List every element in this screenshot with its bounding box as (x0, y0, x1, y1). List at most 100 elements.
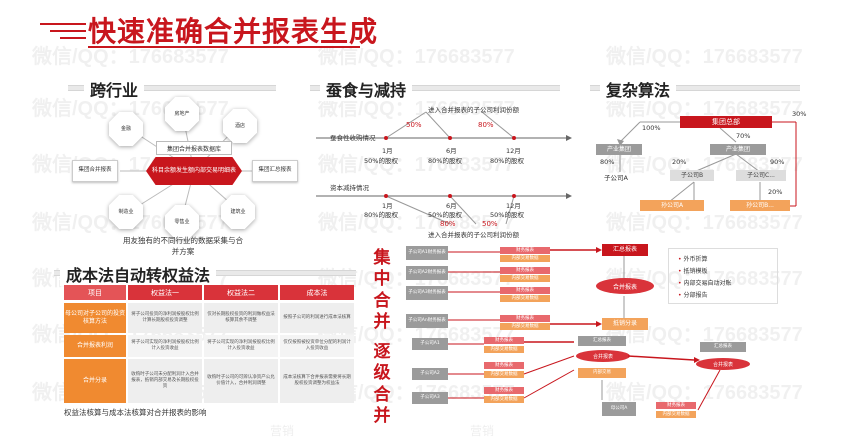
equity-caption: 权益法核算与成本法核算对合并报表的影响 (64, 408, 207, 417)
timeline-point-value: 50%的股权 (364, 157, 398, 165)
timeline-point-value: 50%的股权 (428, 211, 462, 219)
tree-pct: 70% (736, 132, 751, 140)
table-cell: 仅对长期股权投资的利润做权益法核算其余不调整 (204, 303, 278, 333)
timeline-point-value: 80%的股权 (364, 211, 398, 219)
feature-item: 分部报告 (678, 290, 707, 299)
table-cell: 将子公司实现的净利润按股权比例计入投资收益 (128, 335, 202, 357)
section-title-cross-industry: 跨行业 (84, 77, 145, 101)
table-cell: 收购时子公司未分配利润计入合并报表，抵销内部交易及长期股权投资 (128, 359, 202, 403)
tree-pct: 90% (770, 158, 785, 166)
inner-trade-box: 内部交易数据 (484, 396, 524, 403)
table-cell: 仅仅按照被投资单位分配的利润计入投资收益 (280, 335, 354, 357)
table-cell: 按照子公司的利润进行成本法核算 (280, 303, 354, 333)
hub-caption: 用友独有的不同行业的数据采集与合 并方案 (123, 236, 243, 256)
mutual-bottom-label: 进入合并报表的子公司利润份额 (428, 231, 519, 239)
table-row-header: 合并报表利润 (64, 335, 126, 357)
table-row-header: 合并分录 (64, 359, 126, 403)
tree-node-grandchild: 孙公司B... (730, 200, 790, 211)
table-header: 项目 (64, 285, 126, 300)
tree-pct: 80% (600, 158, 615, 166)
tree-node-label: 子公司A (604, 174, 628, 182)
merge-report-ellipse: 合并报表 (596, 278, 654, 294)
mutual-track-label: 蚕食性收购情况 (330, 134, 376, 142)
industry-node-construction: 建筑业 (220, 194, 256, 230)
section-title-complex: 复杂算法 (600, 77, 677, 101)
timeline-point-value: 80%的股权 (428, 157, 462, 165)
inner-trade-box: 内部交易数据 (500, 275, 550, 282)
title-decoration (40, 23, 86, 39)
mutual-pct: 50% (406, 121, 422, 129)
sub-fin-report: 子公司An财务报表 (406, 314, 448, 328)
industry-node-realestate: 房地产 (164, 96, 200, 132)
mid-inner: 内部交易 (578, 368, 626, 378)
table-header: 成本法 (280, 285, 354, 300)
fin-report-box: 财务报表 (484, 337, 524, 344)
fin-report-box: 财务报表 (500, 267, 550, 274)
industry-node-hotel: 酒店 (222, 108, 258, 144)
hub-database: 集团合并报表数据库 (156, 141, 232, 155)
table-cell: 成本法核算下合并报表需要将长期股权投资调整为权益法 (280, 359, 354, 403)
table-header: 权益法一 (128, 285, 202, 300)
hub-center: 科目余额发生额内部交易明细表 (146, 157, 242, 185)
timeline-point-month: 1月 (382, 147, 393, 155)
mutual-timeline (316, 111, 572, 225)
inner-trade-box: 内部交易数据 (500, 295, 550, 302)
fin-report-box: 财务报表 (656, 402, 696, 409)
table-row-header: 母公司对子公司的投资核算方法 (64, 303, 126, 333)
stepwise-arrows (448, 341, 721, 411)
watermark: 微信/QQ：176683577 (606, 46, 803, 68)
consol-title-stepwise: 逐级合并 (373, 342, 391, 426)
section-title-cost-equity: 成本法自动转权益法 (60, 262, 217, 286)
tree-pct: 20% (768, 188, 783, 196)
section-rule (590, 85, 800, 91)
timeline-point-month: 12月 (506, 202, 521, 210)
tree-node-sub: 子公司B (670, 170, 714, 181)
fin-report-box: 财务报表 (484, 387, 524, 394)
section-rule (310, 85, 560, 91)
tree-pct: 20% (672, 158, 687, 166)
right-summary: 汇总报表 (700, 342, 746, 352)
mutual-pct: 80% (440, 220, 456, 228)
timeline-point-value: 50%的股权 (490, 211, 524, 219)
inner-trade-box: 内部交易数据 (656, 411, 696, 418)
mid-summary: 汇总报表 (578, 336, 626, 346)
table-cell: 收购时子公司的可辨认净资产公允价值计入，合并利润调整 (204, 359, 278, 403)
title-underline (88, 46, 360, 48)
equity-table: 项目 权益法一 权益法二 成本法 母公司对子公司的投资核算方法 将子公司投资的净… (64, 285, 354, 405)
table-cell: 将子公司实现的净利润按股权比例计入投资收益 (204, 335, 278, 357)
hub-right-box: 集团汇总报表 (252, 160, 298, 182)
right-merge-ellipse: 合并报表 (696, 358, 750, 370)
mutual-track-label: 资本减持情况 (330, 184, 369, 192)
feature-item: 内部交易自动对账 (678, 278, 731, 287)
section-rule (68, 85, 276, 91)
mutual-pct: 80% (478, 121, 494, 129)
page-title: 快速准确合并报表生成 (88, 15, 379, 48)
sub-fin-report: 子公司A3财务报表 (406, 286, 448, 300)
sub-fin-report: 子公司A1财务报表 (406, 246, 448, 260)
industry-node-finance: 金融 (108, 111, 144, 147)
inner-trade-box: 内部交易数据 (500, 255, 550, 262)
fin-report-box: 财务报表 (484, 362, 524, 369)
step-sub-box: 子公司A3 (412, 392, 448, 404)
inner-trade-box: 内部交易数据 (484, 346, 524, 353)
feature-item: 抵销模板 (678, 266, 707, 275)
hub-left-box: 集团合并报表 (72, 160, 118, 182)
fin-report-box: 财务报表 (500, 247, 550, 254)
inner-trade-box: 内部交易数据 (500, 323, 550, 330)
watermark-small: 营销 (270, 424, 295, 438)
timeline-point-month: 12月 (506, 147, 521, 155)
tree-pct: 100% (642, 124, 661, 132)
tree-node-sub: 子公司C... (736, 170, 786, 181)
consol-title-centralized: 集中合并 (373, 248, 391, 332)
table-header: 权益法二 (204, 285, 278, 300)
mutual-top-label: 进入合并报表的子公司利润份额 (428, 106, 519, 114)
industry-node-retail: 零售业 (164, 204, 200, 240)
feature-item: 外币折算 (678, 254, 707, 263)
inner-trade-box: 内部交易数据 (484, 371, 524, 378)
timeline-point-value: 80%的股权 (490, 157, 524, 165)
fin-report-box: 财务报表 (500, 315, 550, 322)
tree-node-grandchild: 孙公司A (640, 200, 704, 211)
feature-list (668, 248, 778, 304)
section-title-mutual: 蚕食与减持 (320, 77, 413, 101)
tree-node-industry: 产业集团 (596, 144, 642, 155)
